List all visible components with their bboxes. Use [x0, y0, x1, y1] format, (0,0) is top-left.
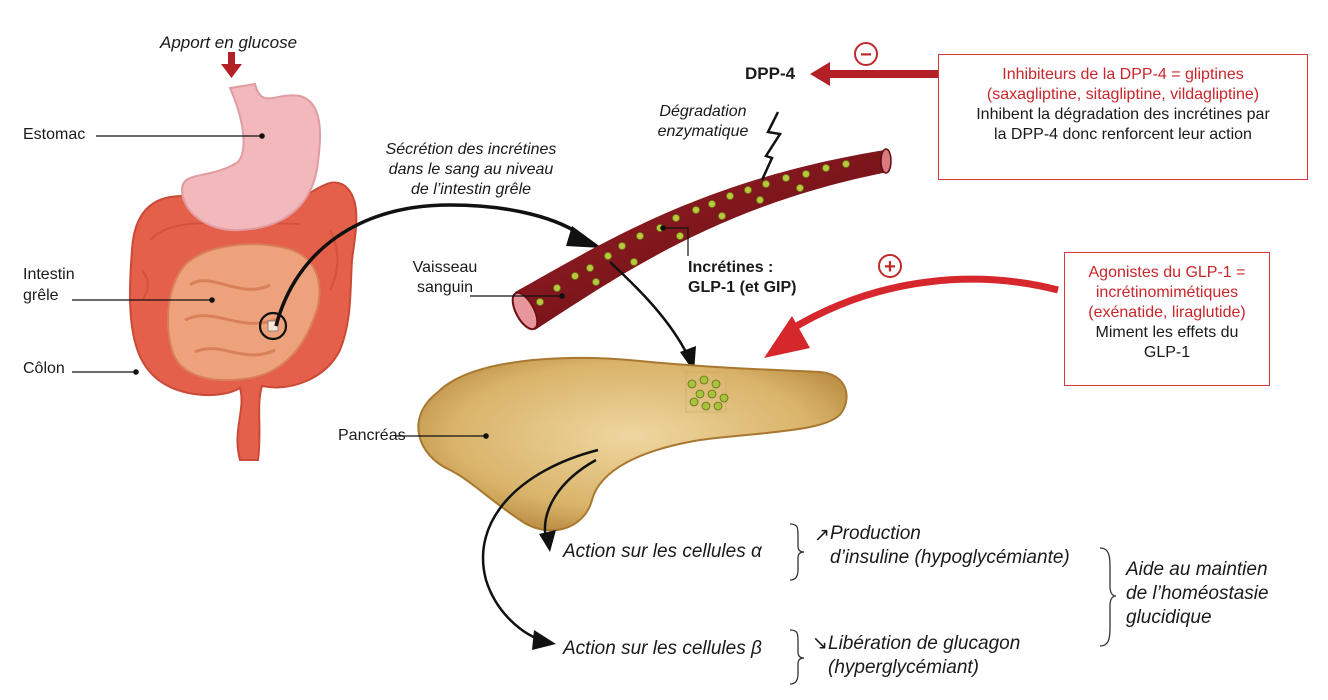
incretines-line-1: Incrétines :	[688, 258, 796, 278]
box-glp1-line-2: incrétinomimétiques	[1065, 283, 1269, 303]
dpp4-inhibitor-arrow	[810, 62, 938, 86]
box-dpp4-line-2: (saxagliptine, sitagliptine, vildaglipti…	[939, 85, 1307, 105]
label-pancreas: Pancréas	[338, 426, 406, 445]
label-estomac: Estomac	[23, 125, 85, 144]
label-liberation-2: (hyperglycémiant)	[828, 656, 979, 679]
secretion-line-3: de l’intestin grêle	[366, 180, 576, 200]
label-liberation-1: Libération de glucagon	[828, 632, 1020, 655]
box-glp1-line-1: Agonistes du GLP-1 =	[1065, 263, 1269, 283]
vessel-to-pancreas-arrow	[610, 262, 688, 356]
box-glp1-line-4: Miment les effets du	[1065, 323, 1269, 343]
box-glp1-line-3: (exénatide, liraglutide)	[1065, 303, 1269, 323]
label-vaisseau: Vaisseau sanguin	[400, 258, 490, 298]
label-degradation: Dégradation enzymatique	[648, 102, 758, 142]
pancreas	[418, 358, 846, 530]
label-action-beta: Action sur les cellules β	[563, 637, 762, 660]
down-arrow-icon: ↘	[812, 632, 828, 655]
label-apport: Apport en glucose	[160, 33, 297, 52]
box-glp1-line-5: GLP-1	[1065, 343, 1269, 363]
box-dpp4-line-3: Inhibent la dégradation des incrétines p…	[939, 105, 1307, 125]
label-production-2: d’insuline (hypoglycémiante)	[830, 546, 1070, 569]
label-colon: Côlon	[23, 359, 65, 378]
degradation-line-1: Dégradation	[648, 102, 758, 122]
aide-line-2: de l’homéostasie	[1126, 582, 1269, 606]
label-dpp4: DPP-4	[745, 64, 795, 83]
glucose-arrow	[221, 52, 242, 78]
incretines-line-2: GLP-1 (et GIP)	[688, 278, 796, 298]
up-arrow-icon: ↗	[814, 524, 830, 547]
vaisseau-line-1: Vaisseau	[400, 258, 490, 278]
secretion-line-1: Sécrétion des incrétines	[366, 140, 576, 160]
label-aide: Aide au maintien de l’homéostasie glucid…	[1126, 558, 1269, 630]
minus-sign-icon: −	[854, 42, 878, 66]
label-intestin: Intestin	[23, 265, 75, 284]
box-dpp4-inhibitors: Inhibiteurs de la DPP-4 = gliptines (sax…	[938, 54, 1308, 180]
aide-line-3: glucidique	[1126, 606, 1269, 630]
secretion-line-2: dans le sang au niveau	[366, 160, 576, 180]
label-production-1: Production	[830, 522, 921, 545]
label-action-alpha: Action sur les cellules α	[563, 540, 762, 563]
glp1-agonist-arrow	[790, 279, 1058, 330]
label-incretines: Incrétines : GLP-1 (et GIP)	[688, 258, 796, 298]
aide-line-1: Aide au maintien	[1126, 558, 1269, 582]
box-dpp4-line-4: la DPP-4 donc renforcent leur action	[939, 125, 1307, 145]
box-dpp4-line-1: Inhibiteurs de la DPP-4 = gliptines	[939, 65, 1307, 85]
box-glp1-agonists: Agonistes du GLP-1 = incrétinomimétiques…	[1064, 252, 1270, 386]
enzymatic-bolt	[762, 112, 780, 180]
label-grele: grêle	[23, 286, 59, 305]
degradation-line-2: enzymatique	[648, 122, 758, 142]
label-secretion: Sécrétion des incrétines dans le sang au…	[366, 140, 576, 200]
vaisseau-line-2: sanguin	[400, 278, 490, 298]
plus-sign-icon: +	[878, 254, 902, 278]
